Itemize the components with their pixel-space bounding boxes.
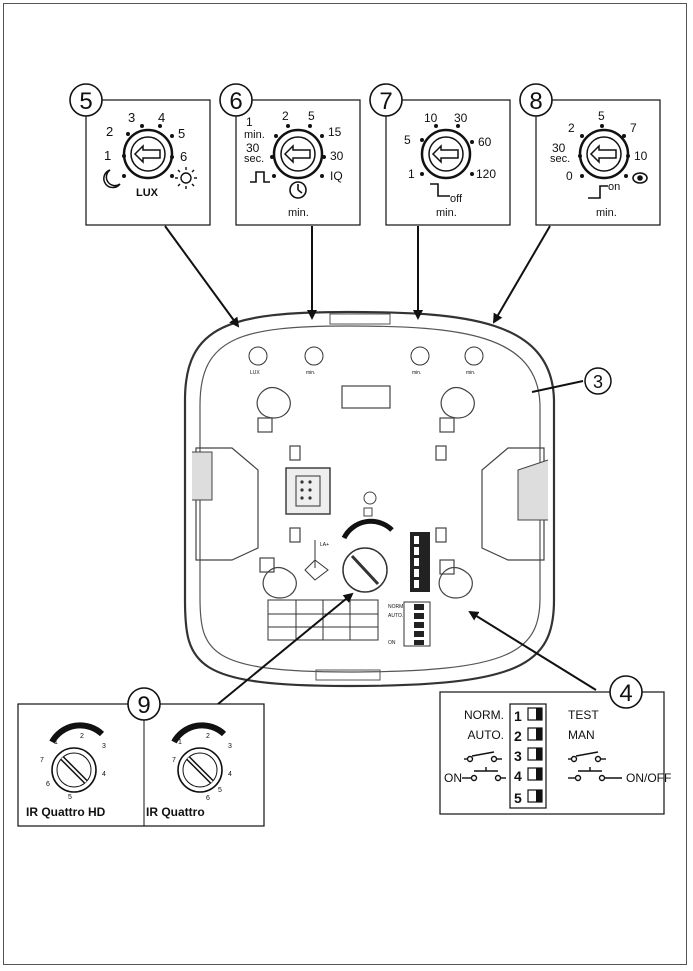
dip-switch-box: 1 2 3 4 5 NORM. AUTO. TEST MAN ON ON/OFF (439, 675, 671, 815)
dial5-caption: LUX (136, 187, 159, 199)
device-mini-label-1: LUX (250, 370, 260, 376)
dial7-caption: min. (436, 207, 457, 219)
dial8-label-sec: sec. (550, 153, 570, 165)
dial7-label-10: 10 (424, 111, 438, 125)
dip-label-norm: NORM. (464, 708, 504, 722)
dial5-label-4: 4 (158, 110, 165, 125)
dial5-label-2: 2 (106, 124, 113, 139)
sensitivity-box: 1 2 3 4 5 6 7 1 2 3 4 5 6 7 IR Quattro H… (17, 687, 265, 827)
left-dial-num-7: 7 (40, 757, 44, 764)
dial8-label-7: 7 (630, 121, 637, 135)
sensitivity-right-title: IR Quattro (146, 805, 205, 819)
clock-icon (289, 181, 307, 199)
dial8-label-5: 5 (598, 109, 605, 123)
dip-number-3: 3 (514, 748, 522, 764)
off-delay-icon (430, 183, 450, 197)
callout-8: 8 (529, 88, 542, 115)
dial8-label-10: 10 (634, 149, 648, 163)
dial-box-6: 1 min. 2 5 15 30 sec. 30 IQ min. 6 (219, 83, 361, 226)
sun-icon (175, 167, 197, 189)
moon-icon (103, 169, 121, 189)
dip-label-man: MAN (568, 728, 595, 742)
dial7-label-30: 30 (454, 111, 468, 125)
dial5-label-6: 6 (180, 149, 187, 164)
sensitivity-left-title: IR Quattro HD (26, 805, 106, 819)
dial8-label-30: 30 (552, 141, 566, 155)
dial-box-5: 1 2 3 4 5 6 LUX 5 (69, 83, 211, 226)
right-dial-num-1: 1 (178, 739, 182, 746)
dial6-label-min: min. (244, 129, 265, 141)
callout-7: 7 (379, 88, 392, 115)
right-dial-num-2: 2 (206, 733, 210, 740)
left-dial-num-1: 1 (54, 739, 58, 746)
right-dial-num-7: 7 (172, 757, 176, 764)
device-mini-label-4: min. (466, 370, 475, 376)
callout-6: 6 (229, 88, 242, 115)
dial5-label-5: 5 (178, 126, 185, 141)
right-dial-num-4: 4 (228, 771, 232, 778)
dial7-label-60: 60 (478, 135, 492, 149)
push-button-icons (462, 751, 622, 782)
dial8-label-0: 0 (566, 169, 573, 183)
on-delay-icon (588, 185, 608, 199)
dial6-label-2: 2 (282, 109, 289, 123)
dial8-label-2: 2 (568, 121, 575, 135)
device-dip-label-1: NORM. (388, 604, 405, 610)
dial7-label-120: 120 (476, 167, 496, 181)
right-dial-num-6: 6 (206, 795, 210, 802)
callout-4: 4 (619, 680, 632, 707)
dial6-label-15: 15 (328, 125, 342, 139)
occupancy-icon (632, 172, 648, 184)
leader-lines (164, 225, 597, 705)
dial8-on-label: on (608, 181, 620, 193)
dip-number-2: 2 (514, 728, 522, 744)
dip-label-on: ON (444, 771, 462, 785)
device-dip-label-2: AUTO. (388, 613, 403, 619)
dial6-caption: min. (288, 207, 309, 219)
callout-5: 5 (79, 88, 92, 115)
device-housing: LUX min. min. min. NORM. AUTO. ON LA+ (183, 310, 556, 688)
callout-9: 9 (137, 692, 150, 719)
dip-label-test: TEST (568, 708, 599, 722)
left-dial-num-6: 6 (46, 781, 50, 788)
dial-box-7: 10 30 5 60 1 120 off min. 7 (369, 83, 511, 226)
dial5-label-3: 3 (128, 110, 135, 125)
callout-3-group: 3 (584, 367, 612, 395)
right-dial-num-3: 3 (228, 743, 232, 750)
left-dial-num-2: 2 (80, 733, 84, 740)
dip-label-onoff: ON/OFF (626, 771, 671, 785)
dip-number-1: 1 (514, 708, 522, 724)
dial5-label-1: 1 (104, 148, 111, 163)
device-mini-label-3: min. (412, 370, 421, 376)
dial7-label-5: 5 (404, 133, 411, 147)
dial7-off-label: off (450, 193, 463, 205)
dial6-label-1: 1 (246, 115, 253, 129)
callout-3: 3 (593, 372, 603, 392)
dial6-label-5: 5 (308, 109, 315, 123)
left-dial-num-5: 5 (68, 794, 72, 801)
dip-number-4: 4 (514, 768, 522, 784)
dial-box-8: 5 2 7 30 sec. 10 0 on min. 8 (519, 83, 661, 226)
dip-number-5: 5 (514, 790, 522, 806)
dip-label-auto: AUTO. (468, 728, 504, 742)
device-dip-label-3: ON (388, 640, 396, 646)
pulse-icon (250, 171, 270, 183)
device-fig-label: LA+ (320, 542, 329, 548)
device-mini-label-2: min. (306, 370, 315, 376)
dial6-label-30sec: 30 (246, 141, 260, 155)
dial6-label-30: 30 (330, 149, 344, 163)
dial6-label-iq: IQ (330, 169, 343, 183)
left-dial-num-3: 3 (102, 743, 106, 750)
left-dial-num-4: 4 (102, 771, 106, 778)
page-frame (3, 3, 687, 965)
dial7-label-1: 1 (408, 167, 415, 181)
dial8-caption: min. (596, 207, 617, 219)
dial6-label-sec: sec. (244, 153, 264, 165)
right-dial-num-5: 5 (218, 787, 222, 794)
